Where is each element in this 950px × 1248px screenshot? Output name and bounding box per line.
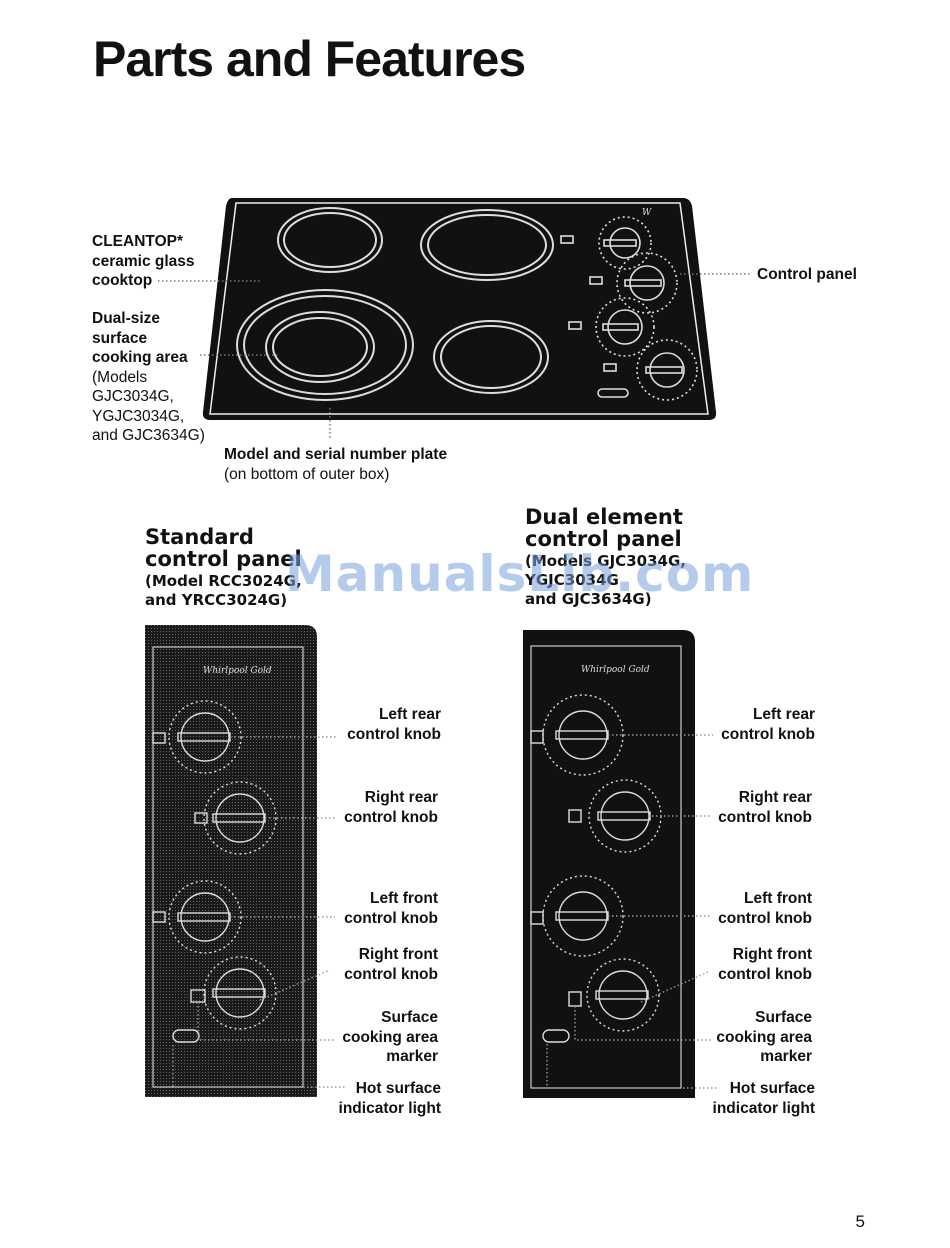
dual-label-right-rear: Right rear control knob <box>718 789 812 826</box>
leader-dual-hot-surface <box>546 1044 718 1089</box>
label-model-plate: Model and serial number plate (on bottom… <box>224 446 448 483</box>
std-label-left-front: Left front control knob <box>344 890 438 927</box>
dual-control-panel: Whirlpool Gold <box>523 630 718 1098</box>
burner-right-front <box>433 320 549 394</box>
heading-standard-panel: Standard control panel (Model RCC3024G, … <box>145 525 302 609</box>
standard-control-panel: Whirlpool Gold <box>145 625 345 1097</box>
dual-brand-logo: Whirlpool Gold <box>581 665 650 675</box>
cooktop-knob-1 <box>598 216 652 270</box>
cooktop-knob-2 <box>616 252 678 314</box>
heading-dual-panel: Dual element control panel (Models GJC30… <box>525 505 686 608</box>
standard-brand-logo: Whirlpool Gold <box>203 666 272 676</box>
std-label-right-rear: Right rear control knob <box>344 789 438 826</box>
std-label-hot-surface: Hot surface indicator light <box>338 1080 441 1117</box>
dual-knob-right-front <box>568 958 660 1032</box>
watermark: ManualsLib.com <box>285 545 755 603</box>
burner-right-rear <box>420 209 554 281</box>
page-title: Parts and Features <box>93 31 526 87</box>
page-number: 5 <box>855 1212 865 1231</box>
cooktop-glass <box>202 198 717 420</box>
label-control-panel: Control panel <box>757 266 857 283</box>
leader-dual-surface-marker <box>574 1006 711 1041</box>
std-label-left-rear: Left rear control knob <box>347 706 441 743</box>
dual-label-hot-surface: Hot surface indicator light <box>712 1080 815 1117</box>
dual-label-left-front: Left front control knob <box>718 890 812 927</box>
cooktop-knob-3 <box>595 297 655 357</box>
dual-label-left-rear: Left rear control knob <box>721 706 815 743</box>
dual-label-right-front: Right front control knob <box>718 946 812 983</box>
burner-left-front-dual <box>236 289 414 401</box>
std-label-surface-marker: Surface cooking area marker <box>342 1009 438 1065</box>
dual-label-surface-marker: Surface cooking area marker <box>716 1009 812 1065</box>
leader-std-surface-marker <box>197 1002 335 1041</box>
cooktop-illustration: W <box>158 198 750 440</box>
burner-left-rear <box>277 207 383 273</box>
leader-dual-right-front <box>640 971 709 1003</box>
std-label-right-front: Right front control knob <box>344 946 438 983</box>
standard-hot-surface-light <box>172 1029 200 1043</box>
standard-knob-right-rear <box>194 781 277 855</box>
dual-hot-surface-light <box>542 1029 570 1043</box>
leader-std-hot-surface <box>172 1045 345 1088</box>
leader-std-right-front <box>259 969 331 1001</box>
label-dual-size: Dual-size surface cooking area (Models G… <box>92 310 205 444</box>
cooktop-knob-4 <box>636 339 698 401</box>
label-cleantop: CLEANTOP* ceramic glass cooktop <box>92 233 195 289</box>
cooktop-brand-logo: W <box>642 208 652 218</box>
